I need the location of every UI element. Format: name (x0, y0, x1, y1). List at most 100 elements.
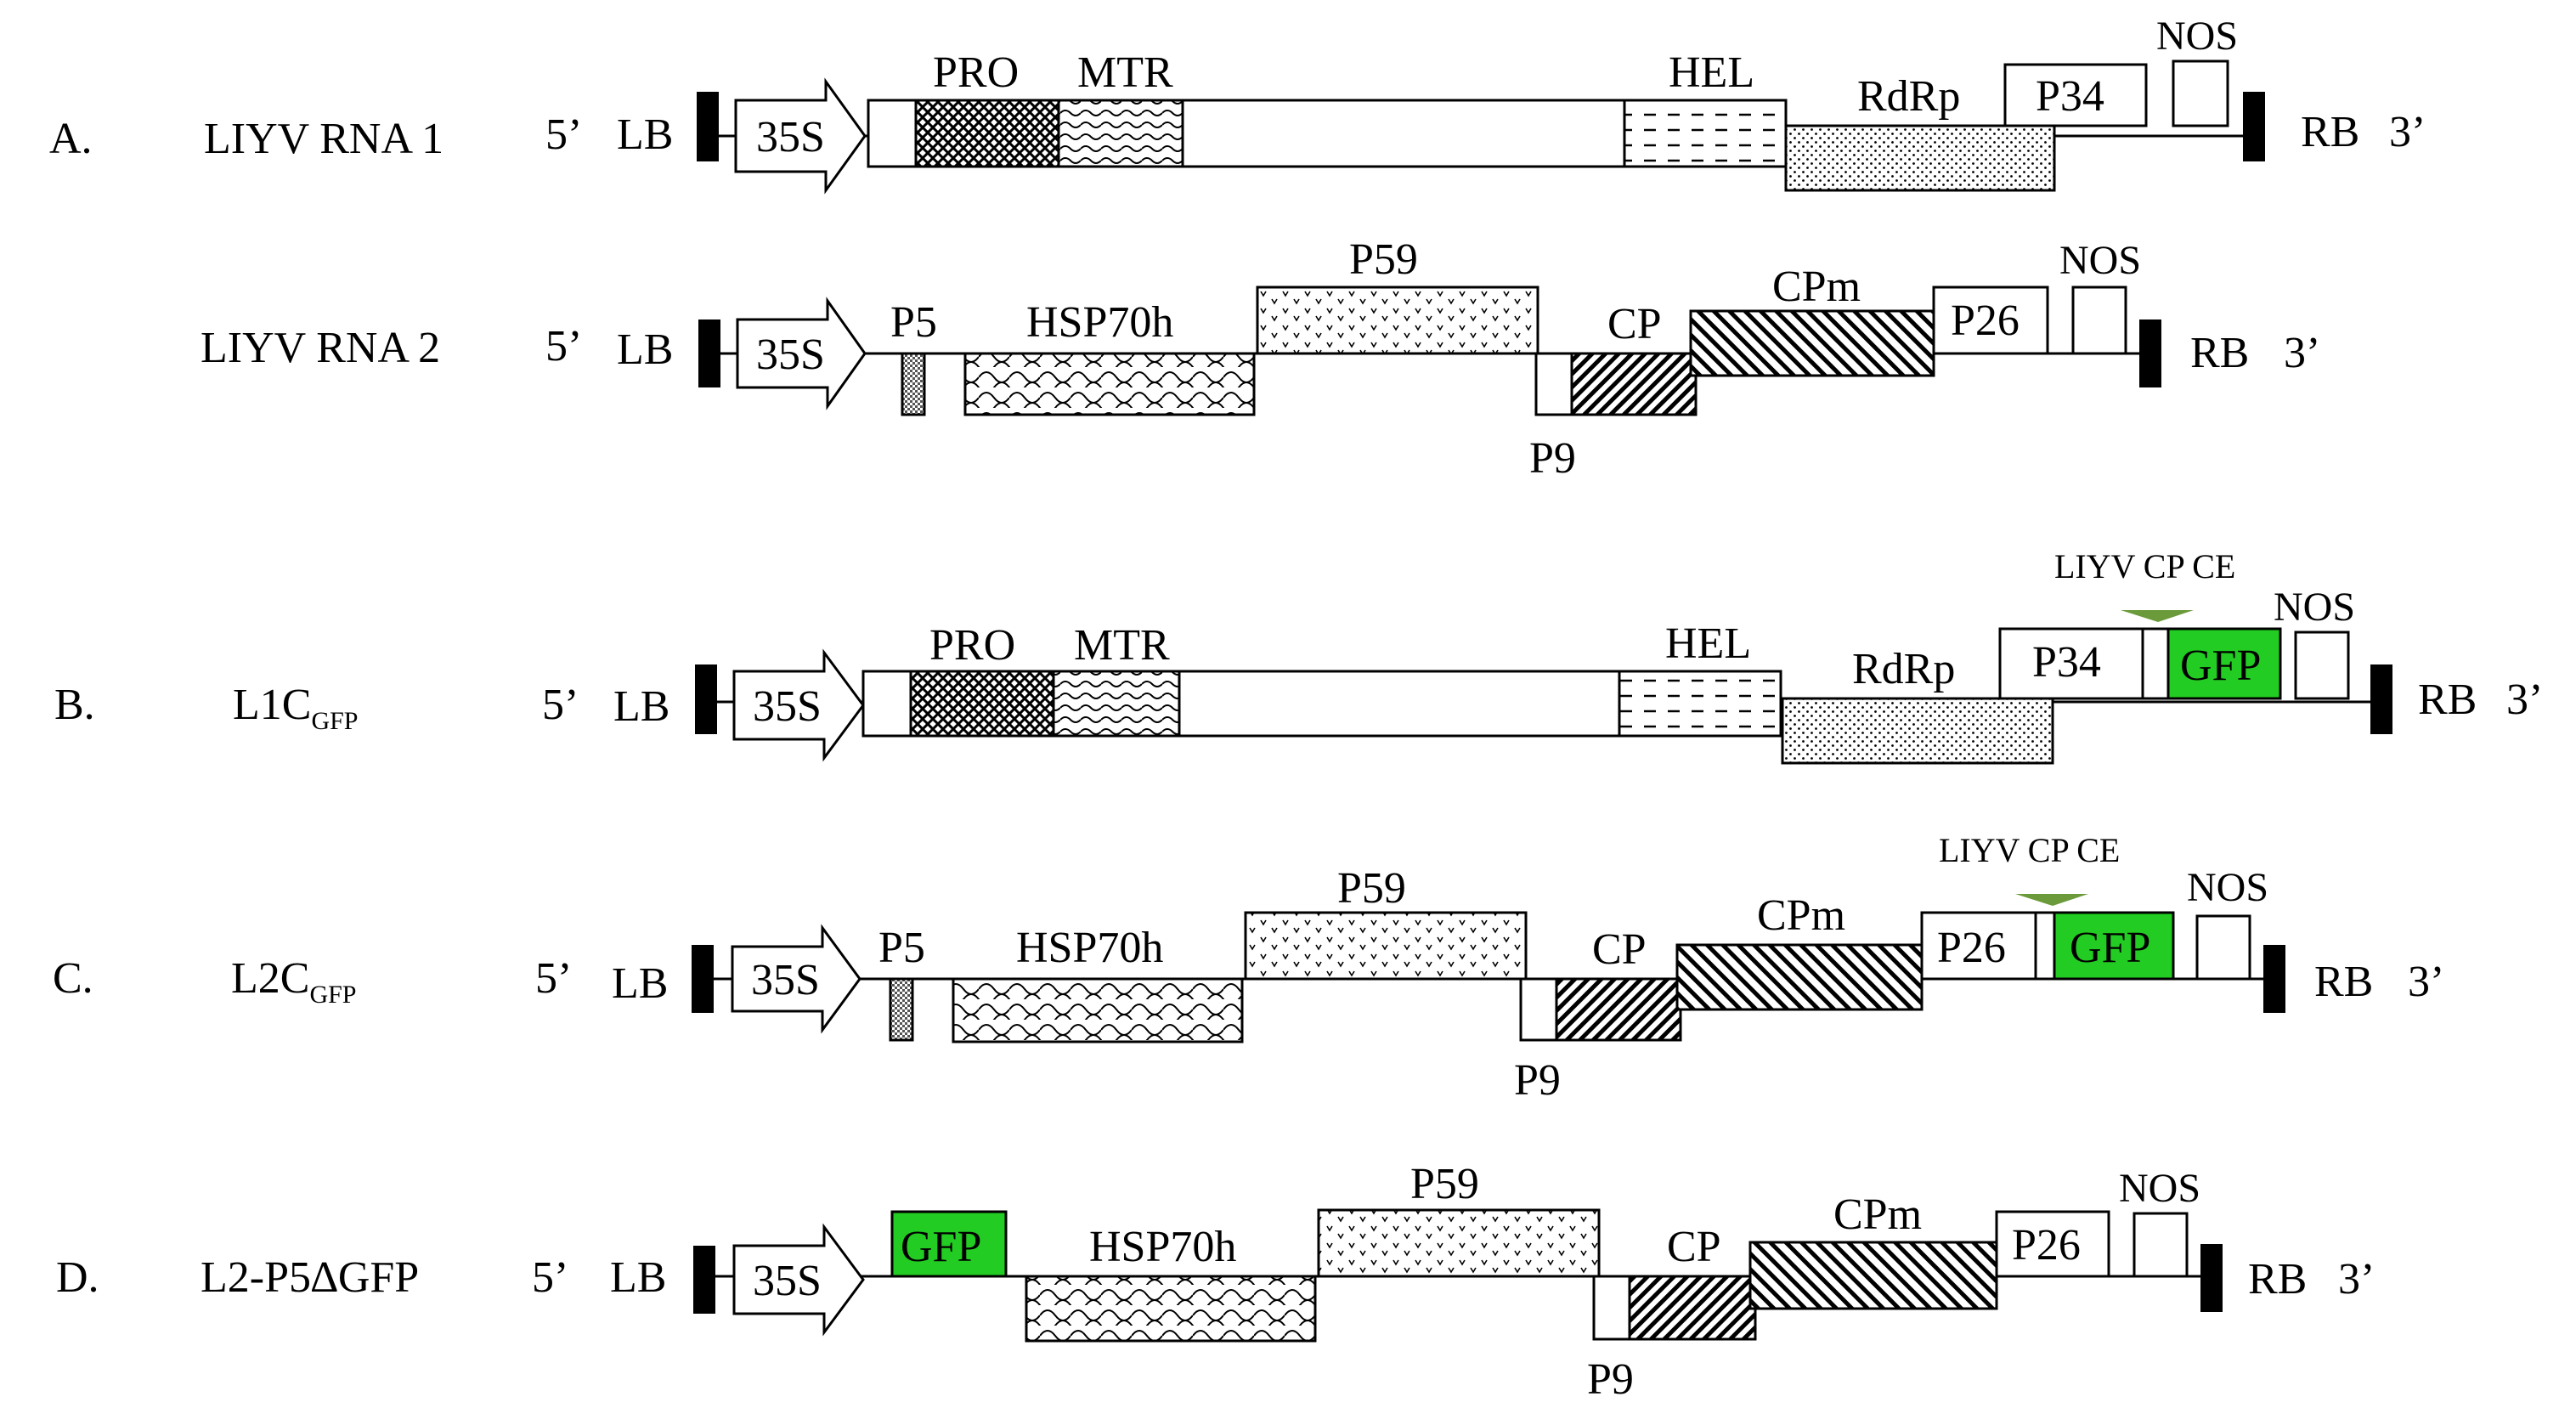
gfp-label: GFP (901, 1223, 981, 1271)
construct-name: L2-P5∆GFP (201, 1253, 419, 1302)
promoter-label: 35S (756, 331, 825, 379)
hel-label: HEL (1669, 48, 1754, 97)
three-prime-label: 3’ (2408, 958, 2444, 1006)
p26-box (1932, 286, 2049, 355)
p9-label: P9 (1514, 1056, 1561, 1105)
promoter-35s-arrow (734, 77, 867, 195)
p5-box (901, 352, 926, 416)
nos-box (2294, 631, 2350, 700)
pro-label: PRO (933, 48, 1019, 97)
construct-c-l2c-gfp: C. L2CGFP 5’ LB 35S P5 HSP70h P59 P9 CP … (53, 831, 2444, 1105)
promoter-label: 35S (753, 682, 822, 731)
rb-border (2139, 319, 2161, 387)
hsp70h-label: HSP70h (1089, 1223, 1236, 1271)
p59-label: P59 (1410, 1160, 1479, 1208)
construct-d-l2-p5-delta-gfp: D. L2-P5∆GFP 5’ LB 35S GFP HSP70h P59 P9… (56, 1160, 2375, 1404)
ce-spacer-box (2141, 627, 2170, 700)
cpm-label: CPm (1757, 891, 1845, 940)
nos-box (2172, 59, 2229, 127)
five-prime-label: 5’ (535, 954, 572, 1003)
lb-label: LB (617, 325, 673, 374)
gfp-box (890, 1210, 1008, 1278)
promoter-35s-arrow (732, 648, 865, 762)
hsp70h-box (952, 977, 1244, 1043)
lb-label: LB (617, 110, 673, 159)
rb-border (2370, 664, 2392, 734)
lb-border (692, 945, 714, 1013)
p9-label: P9 (1587, 1355, 1634, 1404)
promoter-35s-arrow (731, 924, 861, 1034)
rdrp-label: RdRp (1857, 72, 1960, 121)
lb-border (698, 319, 720, 387)
p9-box (1592, 1275, 1631, 1341)
rb-label: RB (2301, 108, 2359, 156)
p34-label: P34 (2036, 72, 2104, 121)
pro-label: PRO (929, 621, 1015, 670)
ce-label: LIYV CP CE (2054, 547, 2235, 585)
construct-a-rna2: LIYV RNA 2 5’ LB 35S P5 HSP70h P59 P9 CP… (201, 235, 2320, 483)
hel-domain (1618, 670, 1782, 738)
promoter-label: 35S (753, 1257, 822, 1305)
panel-letter: B. (54, 681, 95, 729)
p9-box (1519, 977, 1558, 1042)
p26-box (1995, 1210, 2110, 1278)
nos-box (2133, 1212, 2189, 1278)
five-prime-label: 5’ (545, 110, 582, 159)
construct-name-main: L1C (233, 681, 311, 729)
cpm-label: CPm (1772, 263, 1861, 311)
nos-box (2071, 286, 2127, 355)
construct-name-main: L2C (231, 954, 309, 1003)
rb-label: RB (2314, 958, 2373, 1006)
panel-letter: C. (53, 954, 93, 1003)
promoter-35s-arrow (736, 297, 867, 410)
cpm-label: CPm (1833, 1190, 1922, 1239)
promoter-label: 35S (756, 113, 825, 161)
nos-label: NOS (2156, 14, 2238, 59)
rb-border (2200, 1244, 2223, 1312)
p26-box (1920, 911, 2037, 981)
p26-label: P26 (2012, 1221, 2081, 1269)
gfp-box (2166, 627, 2282, 700)
p59-box (1244, 911, 1528, 981)
three-prime-label: 3’ (2338, 1255, 2375, 1303)
cpm-box (1748, 1241, 1998, 1310)
nos-label: NOS (2119, 1166, 2200, 1211)
mtr-domain (1057, 99, 1184, 168)
ce-spacer-box (2034, 911, 2056, 981)
p59-box (1256, 286, 1539, 355)
cp-box (1555, 977, 1682, 1042)
pro-domain (914, 99, 1060, 168)
nos-box (2195, 914, 2251, 981)
three-prime-label: 3’ (2389, 108, 2426, 156)
p34-box (1998, 627, 2144, 700)
hsp70h-label: HSP70h (1016, 924, 1163, 972)
p26-label: P26 (1951, 297, 2020, 345)
mtr-label: MTR (1077, 48, 1173, 97)
p5-box (889, 977, 914, 1042)
ce-marker-triangle (2121, 610, 2194, 622)
construct-name: LIYV RNA 2 (201, 324, 440, 372)
cp-label: CP (1592, 925, 1647, 974)
rb-label: RB (2418, 676, 2477, 724)
gfp-box (2053, 911, 2175, 981)
p59-label: P59 (1349, 235, 1418, 284)
rb-label: RB (2248, 1255, 2307, 1303)
p59-label: P59 (1337, 864, 1406, 913)
p59-box (1317, 1208, 1601, 1278)
cp-label: CP (1607, 300, 1662, 348)
p26-label: P26 (1937, 924, 2006, 972)
lb-label: LB (612, 959, 668, 1008)
promoter-label: 35S (751, 956, 820, 1004)
construct-name: L2CGFP (231, 954, 357, 1009)
ce-label: LIYV CP CE (1939, 831, 2120, 869)
hel-label: HEL (1665, 619, 1751, 668)
lb-border (697, 92, 719, 161)
p34-label: P34 (2032, 638, 2101, 687)
p5-label: P5 (890, 298, 937, 347)
construct-name-subscript: GFP (309, 981, 356, 1009)
p34-box (2003, 63, 2148, 127)
construct-a-rna1: A. LIYV RNA 1 5’ LB 35S PRO MTR HEL RdRp… (49, 14, 2426, 195)
nos-label: NOS (2187, 865, 2268, 910)
construct-b-l1c-gfp: B. L1CGFP 5’ LB 35S PRO MTR HEL RdRp P34… (54, 547, 2543, 765)
